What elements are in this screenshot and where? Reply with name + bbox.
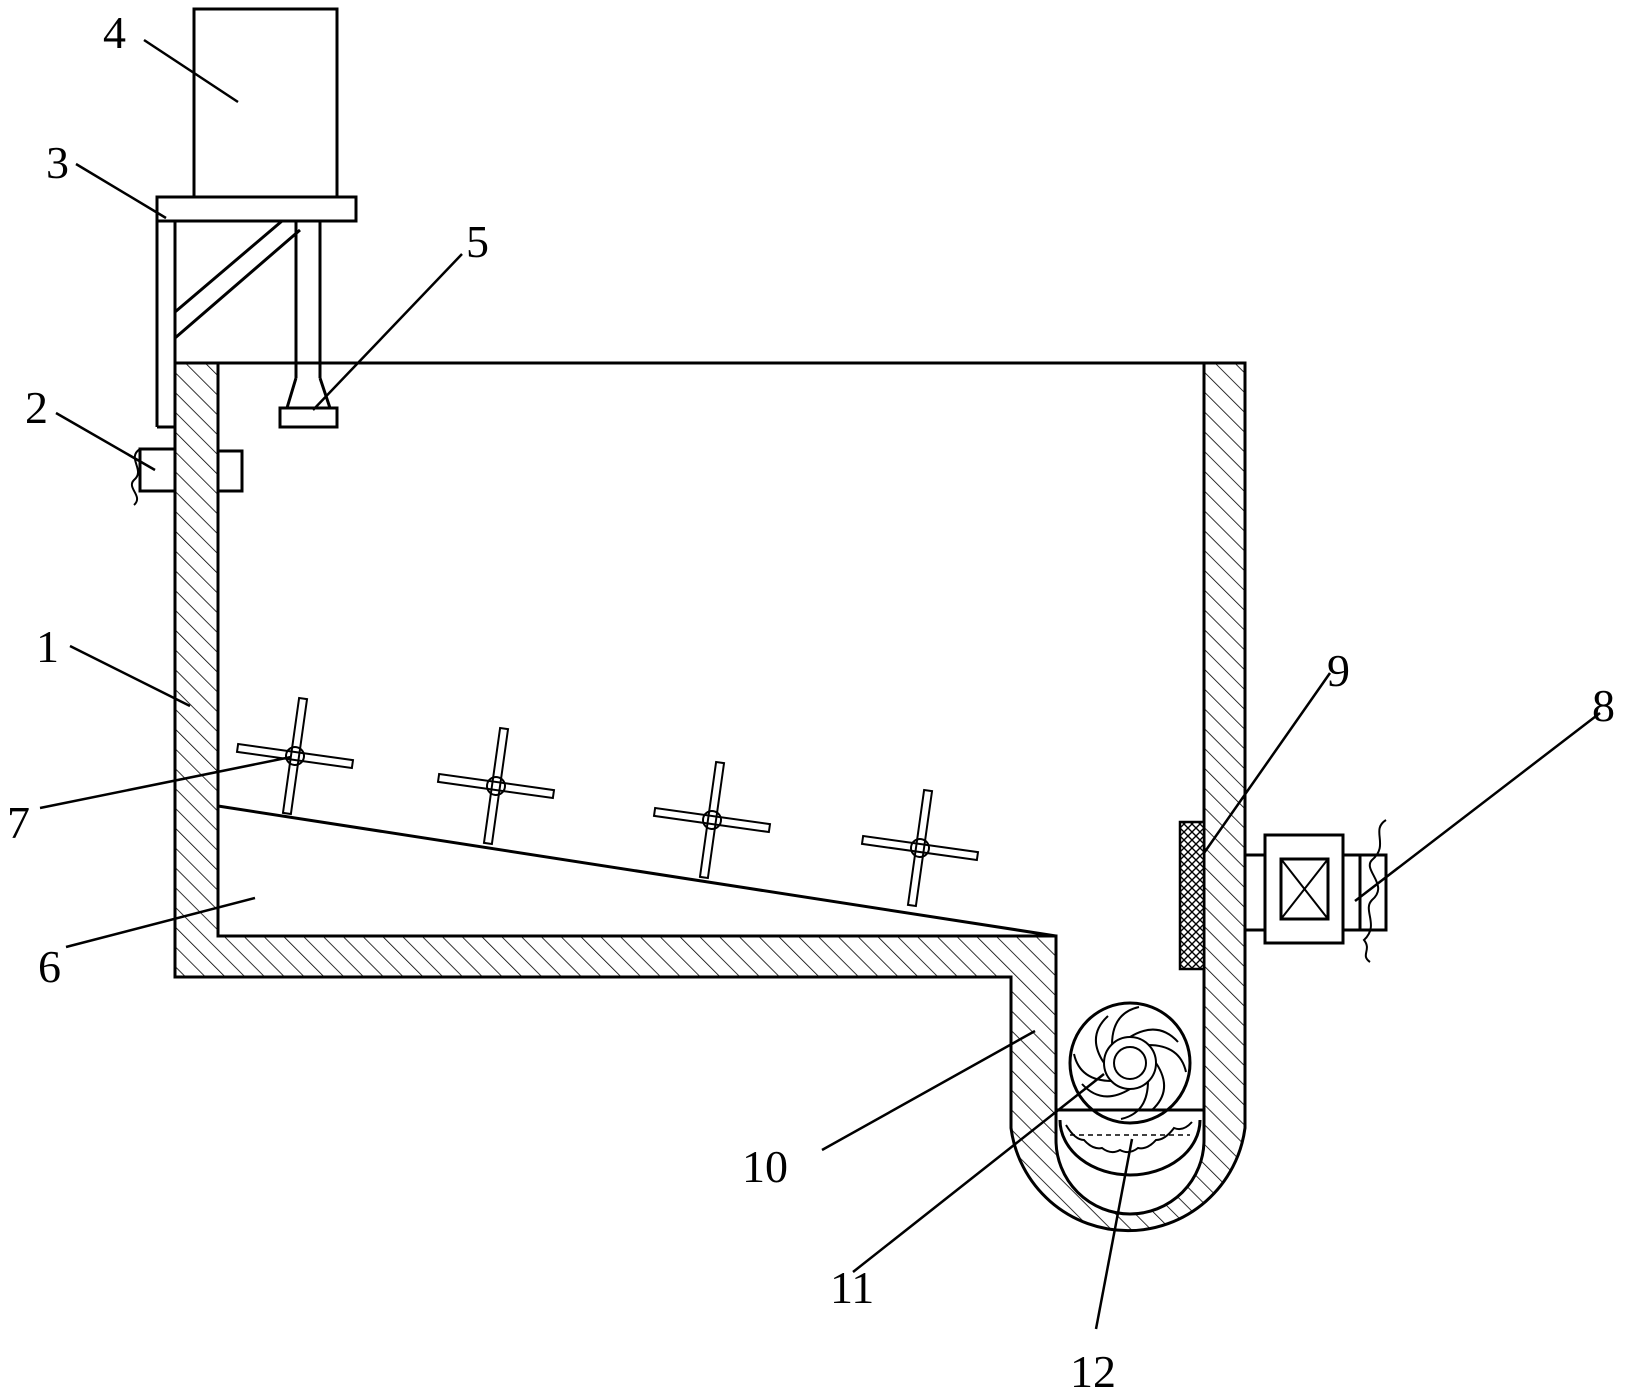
callout-11: 11 <box>830 1262 874 1313</box>
callout-1: 1 <box>36 621 59 672</box>
arc-tray <box>1056 1108 1204 1177</box>
leader-12 <box>1094 1138 1134 1330</box>
callout-4: 4 <box>103 7 126 58</box>
leader-6 <box>65 896 256 949</box>
agitator-2 <box>436 726 556 846</box>
spray-nozzle <box>278 221 339 429</box>
leader-7 <box>39 755 292 810</box>
leader-8 <box>1354 712 1601 902</box>
callout-2: 2 <box>25 382 48 433</box>
leader-9 <box>1202 672 1332 854</box>
callout-6: 6 <box>38 941 61 992</box>
leader-5 <box>312 253 463 411</box>
motor <box>192 7 339 199</box>
callout-5: 5 <box>466 216 489 267</box>
callout-7: 7 <box>7 797 30 848</box>
pipe-break-icon <box>1362 819 1387 963</box>
callout-8: 8 <box>1592 680 1615 731</box>
agitator-group <box>235 696 980 908</box>
leader-1 <box>69 644 191 708</box>
tank-body <box>173 361 1247 1233</box>
leader-2 <box>55 411 156 472</box>
leader-11 <box>852 1073 1105 1273</box>
agitator-4 <box>860 788 980 908</box>
leader-3 <box>75 162 167 220</box>
callout-3: 3 <box>46 137 69 188</box>
callout-12: 12 <box>1070 1346 1116 1395</box>
agitator-1 <box>235 696 355 816</box>
impeller <box>1068 1001 1192 1125</box>
inlet-pipe <box>131 447 244 506</box>
callout-10: 10 <box>742 1141 788 1192</box>
leader-4 <box>143 38 239 104</box>
leader-lines <box>39 38 1601 1330</box>
leader-10 <box>821 1029 1036 1152</box>
agitator-3 <box>652 760 772 880</box>
callout-labels: 1 2 3 4 5 6 7 8 9 10 11 12 <box>7 7 1615 1395</box>
outlet-pump <box>1245 819 1388 963</box>
filter-screen <box>1178 820 1206 971</box>
callout-9: 9 <box>1327 645 1350 696</box>
sloped-floor <box>217 804 1057 938</box>
